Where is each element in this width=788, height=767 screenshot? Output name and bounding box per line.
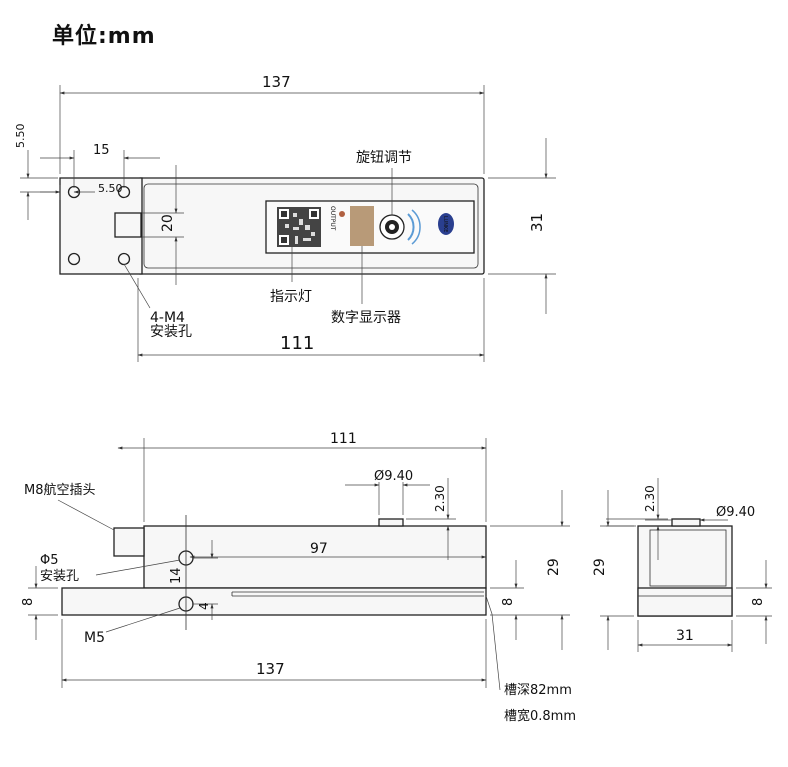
dim-137-top: 137	[262, 73, 291, 91]
dim-14: 14	[169, 567, 184, 584]
dim-8-right: 8	[501, 598, 516, 606]
dim-4: 4	[197, 602, 211, 610]
top-body-inner	[143, 183, 479, 269]
dim-29-side: 29	[592, 558, 608, 576]
dim-31-side: 31	[676, 628, 694, 644]
dim-5-50-vert: 5.50	[14, 124, 27, 149]
logo-badge	[438, 213, 454, 235]
slot-depth-label: 槽深82mm	[504, 683, 572, 698]
dim-29-front: 29	[546, 558, 562, 576]
dim-111-front: 111	[330, 431, 357, 447]
dim-20: 20	[160, 214, 176, 232]
front-base	[61, 587, 487, 616]
dim-111-top: 111	[280, 333, 314, 354]
panel-logo-text: LUNKE	[442, 216, 448, 232]
side-inner	[649, 529, 727, 587]
front-view: 111 Ø9.40 2.30 97 29 8 8	[21, 431, 576, 724]
knob-arc-1	[407, 213, 415, 241]
digital-display	[350, 206, 374, 246]
dim-knob-h-front: 2.30	[433, 485, 447, 512]
top-view: OUTPUT LUNKE 137 111 31 15 5.50	[14, 73, 556, 362]
m5-label: M5	[84, 630, 105, 646]
knob-arc-2	[411, 209, 421, 245]
side-base	[637, 587, 733, 617]
mount-hole-3	[67, 252, 81, 266]
dim-8-left: 8	[21, 598, 36, 606]
side-knob	[671, 518, 701, 527]
top-connector-stub	[114, 212, 142, 238]
dim-5-50-horiz: 5.50	[98, 182, 123, 195]
dim-knob-dia-front: Ø9.40	[374, 469, 413, 484]
hole-sub: 安装孔	[40, 569, 79, 584]
slot-width-label: 槽宽0.8mm	[504, 708, 576, 724]
unit-title: 单位:mm	[52, 24, 156, 49]
indicator-led	[339, 211, 345, 217]
dim-knob-dia-side: Ø9.40	[716, 505, 755, 520]
dim-31-top: 31	[528, 213, 546, 232]
front-knob	[378, 518, 404, 527]
mount-holes-label: 4-M4	[150, 310, 185, 326]
hole-label: Φ5	[40, 553, 59, 568]
dim-97: 97	[310, 541, 328, 557]
connector-label: M8航空插头	[24, 482, 96, 498]
knob-center	[389, 224, 395, 230]
dim-knob-h-side: 2.30	[643, 485, 657, 512]
display-label: 数字显示器	[331, 310, 401, 326]
panel-output-text: OUTPUT	[329, 206, 336, 231]
dim-137-bottom: 137	[256, 660, 285, 678]
dim-15: 15	[93, 143, 110, 158]
knob-label: 旋钮调节	[356, 150, 412, 166]
mount-holes-sub: 安装孔	[150, 324, 192, 340]
side-view: 2.30 Ø9.40 29 8 31	[592, 478, 772, 652]
indicator-label: 指示灯	[270, 289, 312, 305]
dim-8-side: 8	[751, 598, 766, 606]
front-connector	[113, 527, 145, 557]
